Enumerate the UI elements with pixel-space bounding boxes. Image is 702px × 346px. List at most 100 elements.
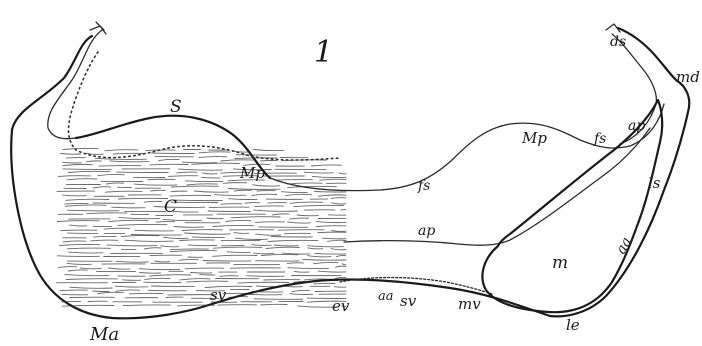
fiber-stroke (282, 192, 308, 193)
fiber-stroke (252, 245, 271, 246)
fiber-stroke (323, 238, 347, 239)
label-sv-left: sv (210, 286, 227, 304)
label-ev: ev (332, 297, 350, 315)
fiber-stroke (316, 226, 346, 227)
fiber-stroke (60, 290, 87, 291)
fiber-stroke (234, 190, 251, 191)
fiber-stroke (318, 232, 346, 233)
fiber-stroke (254, 299, 303, 300)
fiber-stroke (290, 294, 313, 295)
fiber-stroke (221, 160, 254, 161)
fiber-stroke (221, 204, 242, 205)
fiber-stroke (256, 286, 277, 287)
fiber-stroke (255, 206, 284, 207)
fiber-stroke (63, 148, 98, 149)
fiber-stroke (284, 233, 310, 234)
fiber-stroke (65, 275, 109, 276)
fiber-stroke (282, 160, 326, 161)
fiber-stroke (62, 305, 114, 306)
fiber-stroke (61, 154, 81, 155)
fiber-stroke (339, 173, 346, 174)
fiber-stroke (131, 235, 181, 236)
dotted-s-line (69, 52, 340, 160)
fiber-stroke (286, 194, 312, 195)
fiber-stroke (123, 280, 141, 281)
fiber-stroke (199, 152, 230, 153)
fiber-stroke (233, 151, 249, 152)
fiber-stroke (187, 281, 228, 282)
fiber-stroke (98, 174, 125, 175)
fiber-stroke (334, 287, 346, 288)
fiber-stroke (245, 203, 260, 204)
label-ds: ds (610, 34, 626, 50)
fiber-stroke (116, 290, 140, 291)
fiber-stroke (326, 183, 346, 184)
fiber-stroke (119, 217, 160, 218)
fiber-stroke (335, 277, 346, 278)
fiber-stroke (314, 283, 335, 284)
fiber-stroke (332, 231, 347, 232)
fiber-stroke (247, 276, 284, 277)
fiber-stroke (159, 159, 179, 160)
fiber-stroke (182, 162, 216, 163)
fiber-stroke (229, 199, 258, 200)
fiber-stroke (161, 246, 179, 247)
fiber-stroke (174, 227, 204, 228)
fiber-stroke (65, 205, 106, 206)
label-Ma: Ma (89, 324, 119, 345)
fiber-stroke (170, 249, 208, 250)
fiber-stroke (192, 237, 224, 238)
fiber-stroke (91, 240, 118, 241)
fiber-stroke (107, 183, 124, 184)
fiber-stroke (107, 245, 157, 246)
fiber-stroke (150, 275, 191, 276)
fiber-stroke (67, 248, 110, 249)
fiber-stroke (238, 282, 289, 283)
fiber-stroke (201, 177, 220, 178)
fiber-stroke (66, 158, 85, 159)
fiber-stroke (336, 255, 346, 256)
fiber-stroke (256, 234, 281, 235)
fiber-stroke (105, 150, 138, 151)
fiber-stroke (135, 230, 173, 231)
fiber-stroke (314, 262, 339, 263)
fiber-stroke (315, 253, 346, 254)
label-fs-middle: fs (417, 178, 430, 194)
fiber-stroke (288, 268, 329, 269)
fiber-stroke (66, 279, 117, 280)
fiber-stroke (179, 169, 223, 170)
fiber-stroke (68, 270, 87, 271)
fiber-stroke (63, 195, 87, 196)
fiber-stroke (194, 191, 228, 192)
fiber-stroke (252, 291, 282, 292)
label-ap-middle: ap (418, 223, 435, 239)
fiber-stroke (192, 163, 240, 164)
fiber-stroke (290, 202, 323, 203)
fiber-stroke (320, 179, 346, 180)
fiber-stroke (118, 198, 167, 199)
fiber-stroke (311, 165, 341, 166)
fiber-stroke (112, 207, 145, 208)
fiber-stroke (308, 246, 344, 247)
fiber-stroke (207, 218, 223, 219)
fiber-stroke (70, 287, 112, 288)
fiber-stroke (80, 268, 101, 269)
fiber-stroke (70, 225, 87, 226)
label-C: C (164, 197, 177, 217)
fiber-stroke (63, 162, 82, 163)
fiber-stroke (304, 172, 333, 173)
fiber-stroke (308, 256, 331, 257)
fiber-stroke (185, 268, 224, 269)
label-sv-bottom: sv (400, 292, 417, 310)
fiber-stroke (86, 161, 101, 162)
fiber-stroke (57, 221, 99, 222)
figure-number: 1 (314, 35, 333, 70)
fiber-stroke (199, 157, 227, 158)
fiber-stroke (98, 292, 124, 293)
fiber-stroke (58, 176, 90, 177)
fiber-stroke (170, 250, 216, 251)
fiber-stroke (294, 205, 344, 206)
fiber-stroke (253, 185, 280, 186)
fiber-stroke (65, 203, 88, 204)
fiber-stroke (316, 222, 346, 223)
